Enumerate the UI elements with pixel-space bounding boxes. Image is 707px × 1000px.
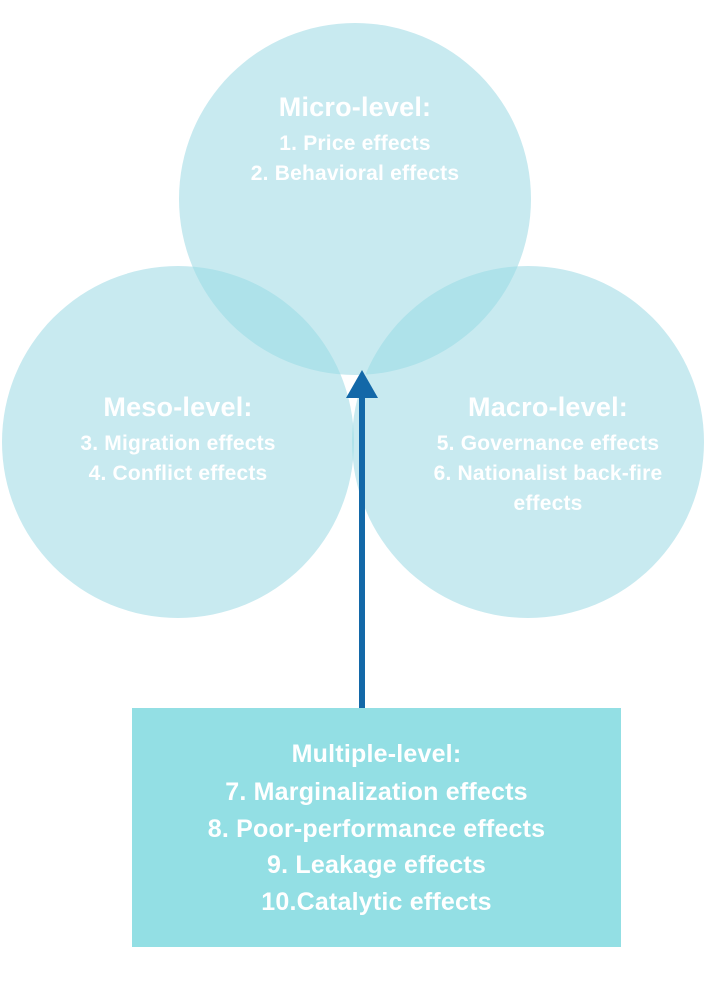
macro-level-label: Macro-level: 5. Governance effects 6. Na… [398, 390, 698, 519]
macro-level-item-2: 6. Nationalist back-fire effects [433, 461, 663, 515]
micro-level-label: Micro-level: 1. Price effects 2. Behavio… [155, 90, 555, 189]
multiple-level-item-2: 8. Poor-performance effects [207, 814, 546, 843]
multiple-level-title: Multiple-level: [291, 740, 462, 769]
multiple-level-item-3: 9. Leakage effects [267, 851, 486, 880]
macro-level-item-1: 5. Governance effects [436, 432, 660, 456]
micro-level-item-2: 2. Behavioral effects [250, 161, 460, 185]
circle-micro [179, 23, 531, 375]
circle-meso [2, 266, 354, 618]
meso-level-label: Meso-level: 3. Migration effects 4. Conf… [8, 390, 348, 489]
multiple-level-label: Multiple-level: 7. Marginalization effec… [132, 738, 621, 921]
arrow-up-icon [346, 370, 378, 708]
macro-level-title: Macro-level: [468, 392, 628, 422]
multiple-level-item-4: 10.Catalytic effects [261, 888, 492, 916]
meso-level-item-2: 4. Conflict effects [88, 461, 268, 485]
micro-level-item-1: 1. Price effects [279, 132, 431, 156]
multiple-level-box: Multiple-level: 7. Marginalization effec… [132, 708, 621, 947]
meso-level-item-1: 3. Migration effects [80, 432, 276, 456]
multiple-level-item-1: 7. Marginalization effects [225, 777, 528, 806]
meso-level-title: Meso-level: [103, 392, 253, 422]
micro-level-title: Micro-level: [278, 92, 432, 122]
circle-macro [352, 266, 704, 618]
